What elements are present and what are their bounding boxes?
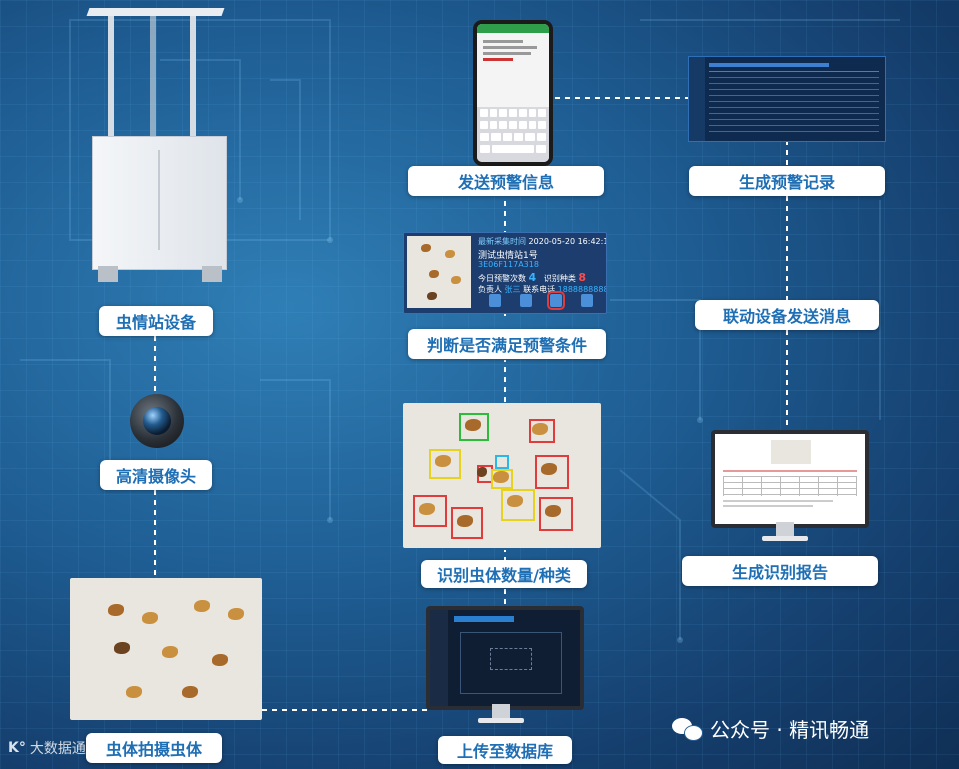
alert-species-label: 识别种类 bbox=[544, 274, 576, 283]
captured-insects-photo bbox=[70, 578, 262, 720]
alert-phone-label: 联系电话 bbox=[523, 285, 555, 294]
record-label: 生成预警记录 bbox=[689, 166, 885, 196]
alert-phone bbox=[473, 20, 553, 166]
alert-warn-count-label: 今日预警次数 bbox=[478, 274, 526, 283]
alert-record-dashboard bbox=[688, 56, 886, 142]
camera-label: 高清摄像头 bbox=[100, 460, 212, 490]
alert-time-value: 2020-05-20 16:42:16 bbox=[529, 237, 607, 246]
alert-phone: 18888888888 bbox=[558, 285, 607, 294]
station-label: 虫情站设备 bbox=[99, 306, 213, 336]
linkage-label: 联动设备发送消息 bbox=[695, 300, 879, 330]
alarm-light-icon bbox=[550, 294, 562, 307]
identification-photo bbox=[403, 403, 601, 548]
report-icon bbox=[489, 294, 501, 307]
upload-label: 上传至数据库 bbox=[438, 736, 572, 764]
identify-label: 识别虫体数量/种类 bbox=[421, 560, 587, 588]
judge-label: 判断是否满足预警条件 bbox=[408, 329, 606, 359]
alert-owner-label: 负责人 bbox=[478, 285, 502, 294]
alert-warn-count: 4 bbox=[529, 271, 537, 284]
watermark-right: 公众号 · 精讯畅通 bbox=[672, 714, 869, 743]
capture-label: 虫体拍摄虫体 bbox=[86, 733, 222, 763]
alert-status-card: 最新采集时间 2020-05-20 16:42:16 测试虫情站1号 3E06F… bbox=[403, 232, 607, 314]
insect-thumbnail bbox=[407, 236, 471, 308]
send-label: 发送预警信息 bbox=[408, 166, 604, 196]
alert-species-count: 8 bbox=[578, 271, 586, 284]
trash-icon bbox=[581, 294, 593, 307]
logo-icon: K° bbox=[8, 740, 26, 756]
watermark-left: K° 大数据通 bbox=[8, 738, 86, 758]
alert-owner: 张三 bbox=[505, 285, 521, 294]
alert-device-id: 3E06F117A318 bbox=[478, 260, 539, 269]
watermark-left-text: 大数据通 bbox=[30, 738, 86, 758]
card-action-icons bbox=[480, 294, 602, 310]
list-icon bbox=[520, 294, 532, 307]
alert-time-label: 最新采集时间 bbox=[478, 237, 526, 246]
report-label: 生成识别报告 bbox=[682, 556, 878, 586]
watermark-right-text: 公众号 · 精讯畅通 bbox=[710, 714, 869, 743]
wechat-icon bbox=[672, 716, 702, 742]
